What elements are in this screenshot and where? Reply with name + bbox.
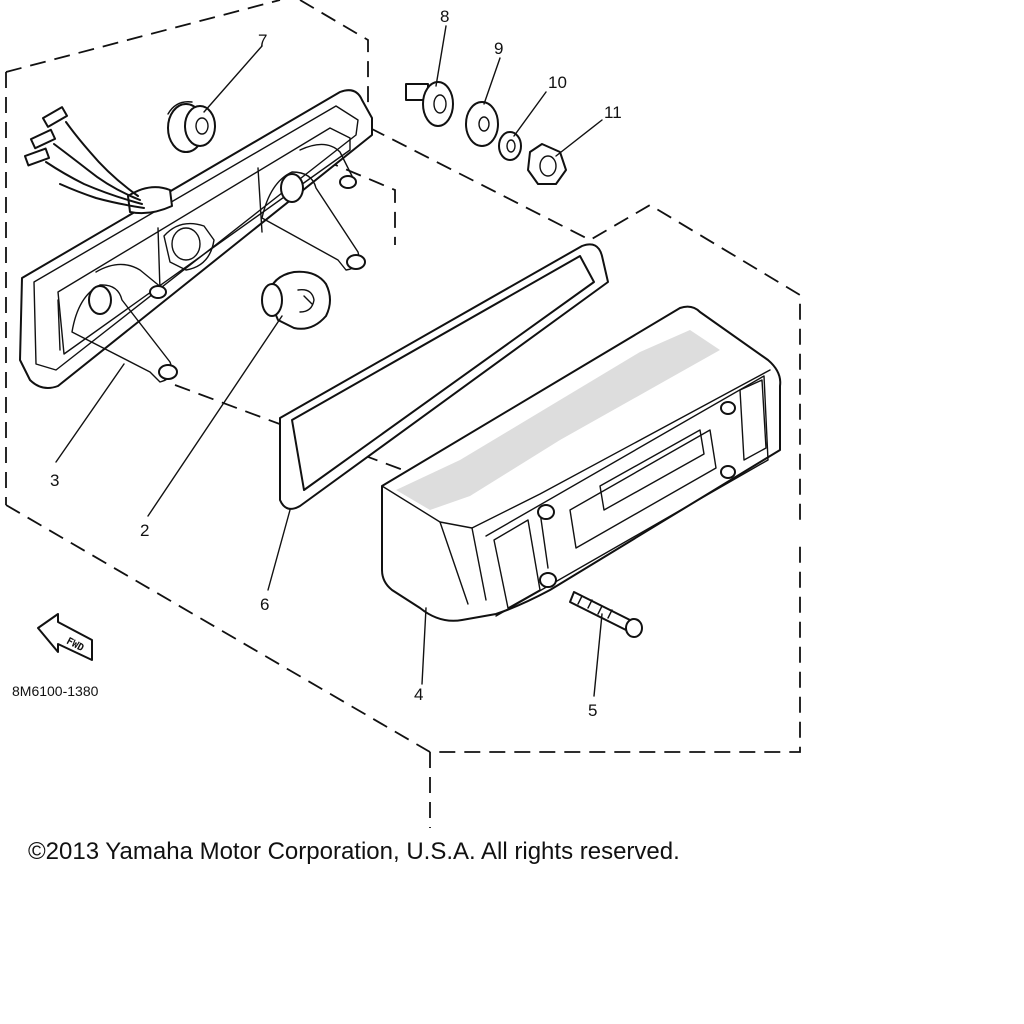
- collar: [405, 81, 454, 127]
- label-part-5: 5: [588, 701, 597, 720]
- bulb: [261, 270, 331, 330]
- label-part-10: 10: [548, 73, 567, 92]
- nut: [527, 143, 567, 185]
- screw: [569, 591, 643, 638]
- tail-light-housing: [19, 89, 373, 389]
- label-part-11: 11: [604, 103, 622, 122]
- wire-harness: [23, 106, 145, 209]
- label-part-9: 9: [494, 39, 503, 58]
- gasket: [279, 243, 609, 510]
- diagram-code: 8M6100-1380: [12, 683, 99, 699]
- lens: [381, 305, 782, 622]
- label-part-6: 6: [260, 595, 269, 614]
- lock-washer: [498, 131, 522, 161]
- forward-arrow-icon: FWD: [37, 613, 93, 661]
- label-part-3: 3: [50, 471, 59, 490]
- part-number-labels: 7 8 9 10 11 3 2 6 4 5: [50, 7, 622, 720]
- label-part-7: 7: [258, 31, 267, 50]
- grommet: [167, 101, 216, 153]
- label-part-2: 2: [140, 521, 149, 540]
- leader-lines: [55, 25, 603, 697]
- label-part-4: 4: [414, 685, 423, 704]
- washer: [465, 101, 499, 147]
- copyright-notice: ©2013 Yamaha Motor Corporation, U.S.A. A…: [28, 838, 680, 865]
- label-part-8: 8: [440, 7, 449, 26]
